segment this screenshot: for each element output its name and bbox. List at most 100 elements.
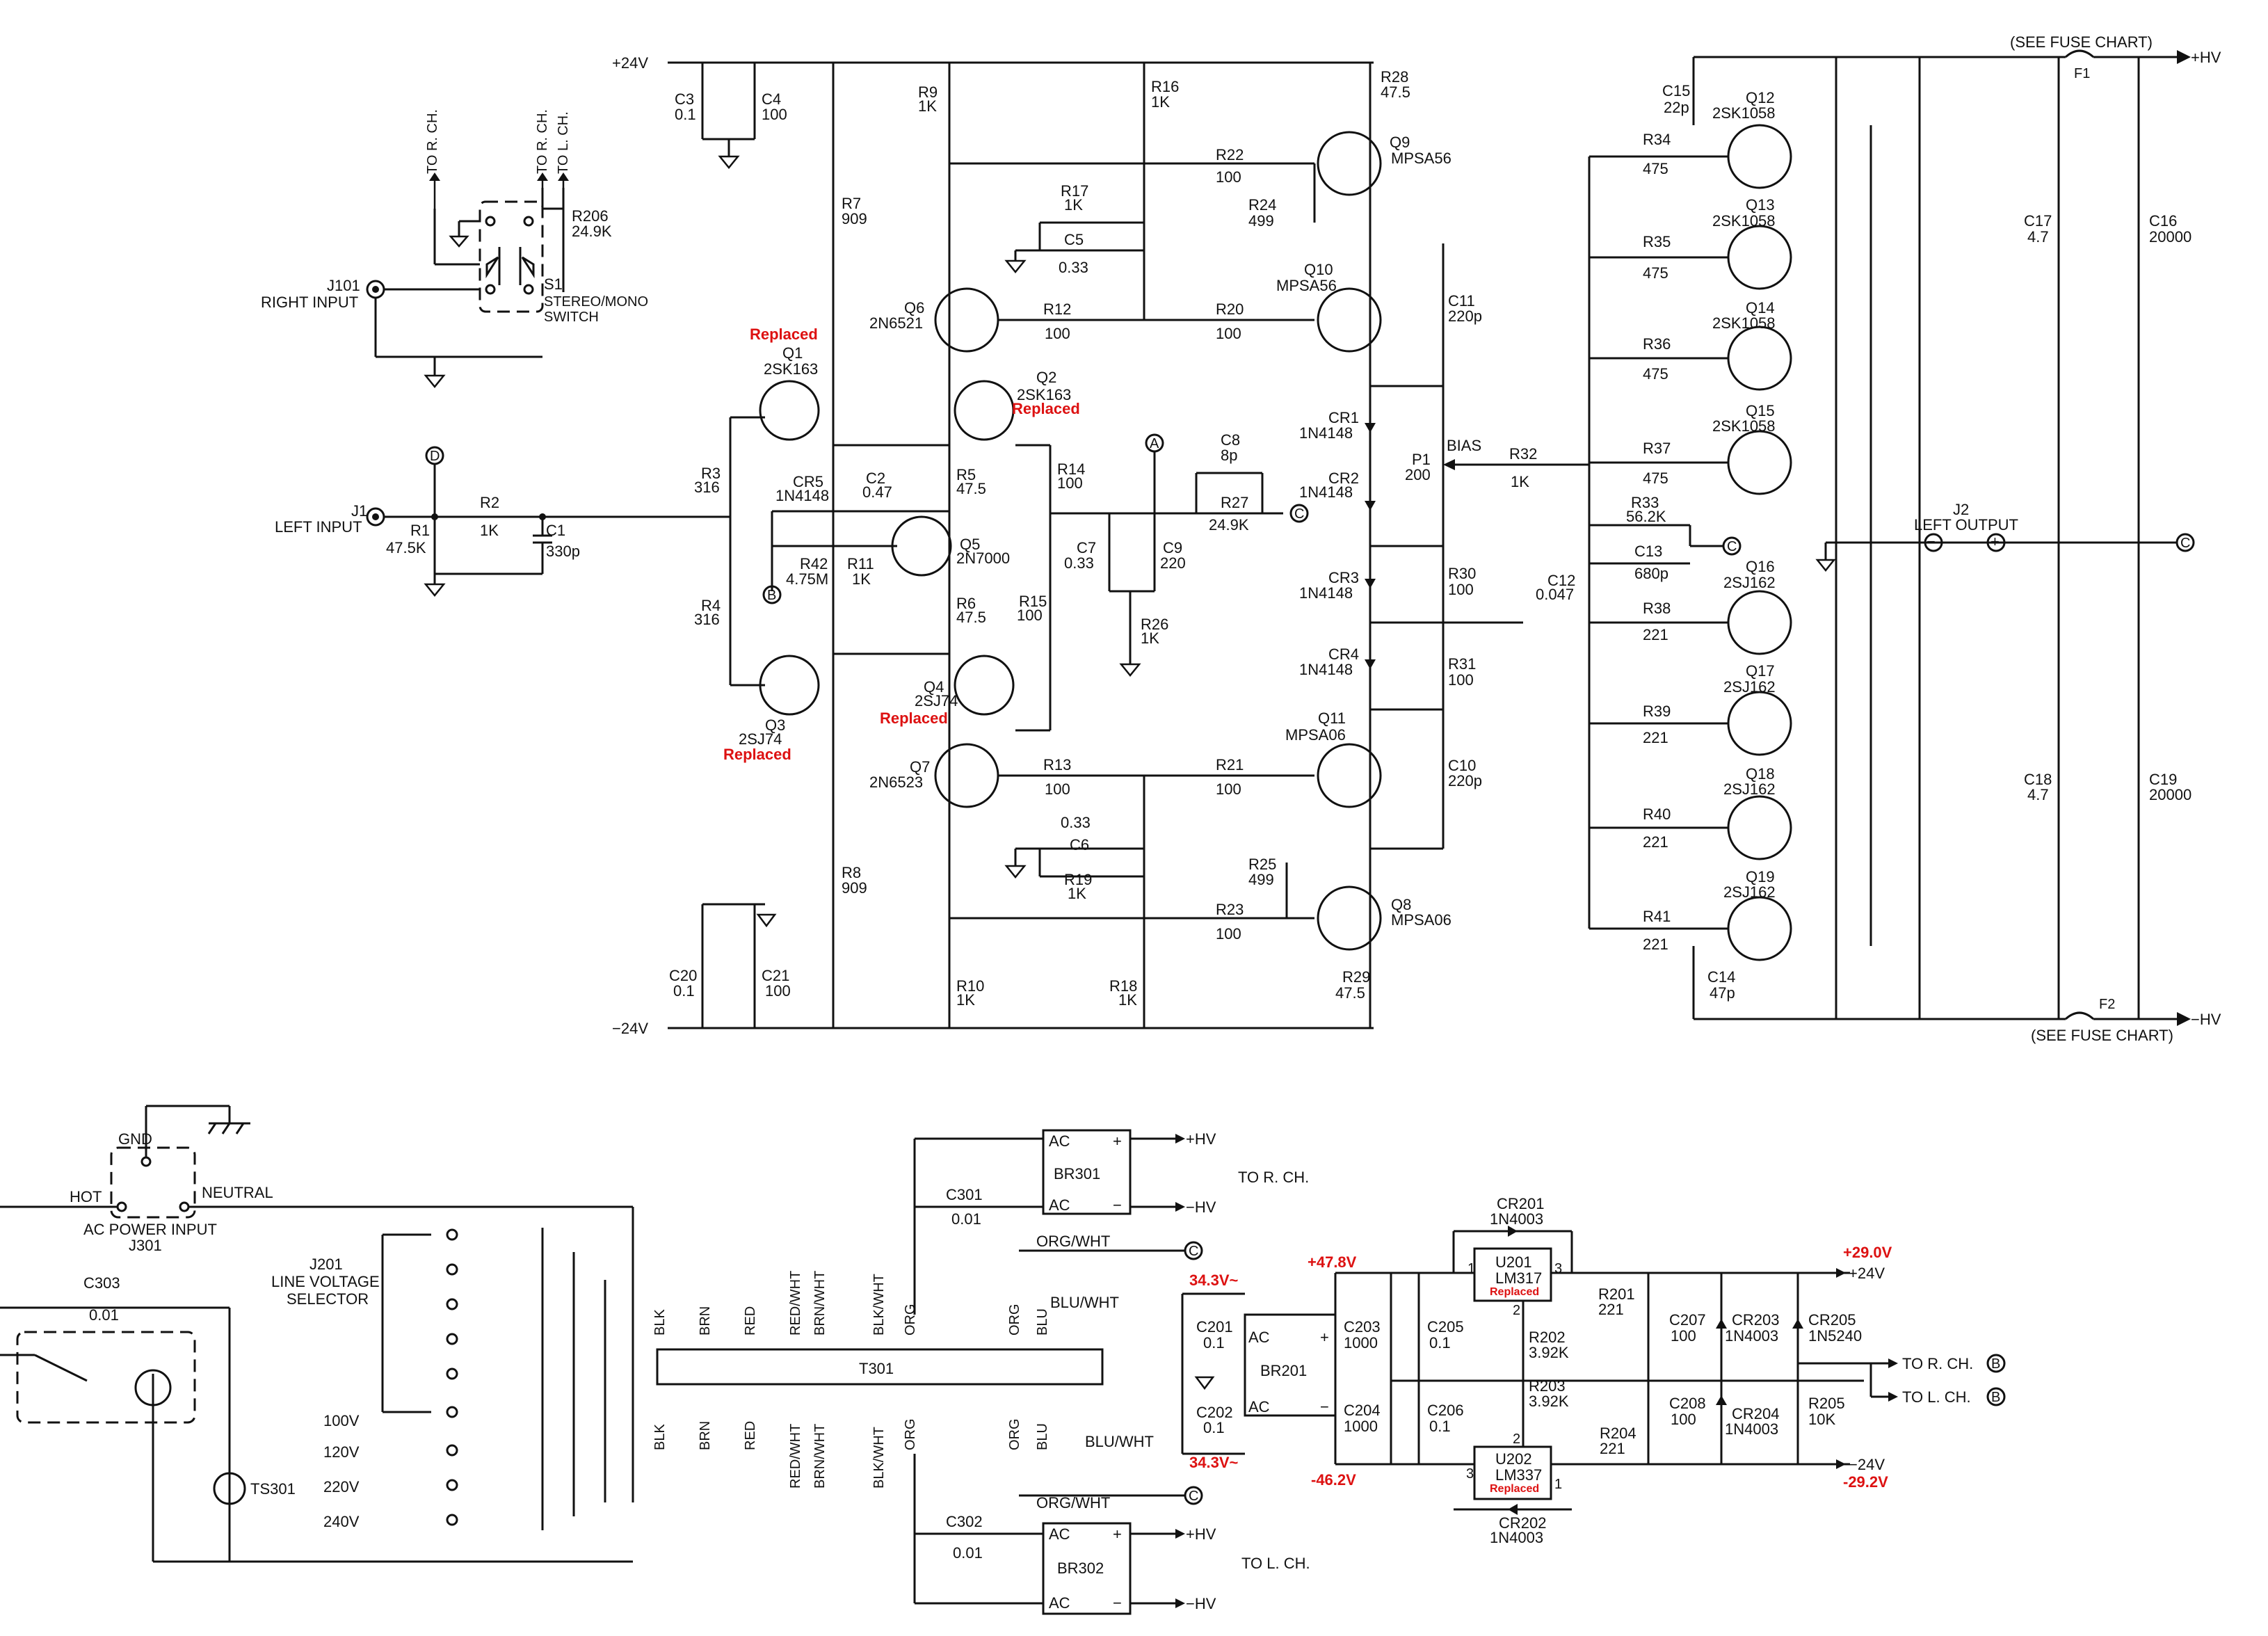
r35-label: R35 xyxy=(1643,233,1671,250)
r8-value: 909 xyxy=(842,879,867,897)
j2-minus: − xyxy=(1927,533,1936,550)
q3-label: Q3 xyxy=(765,716,785,734)
c206-value: 0.1 xyxy=(1429,1418,1451,1435)
r24-value: 499 xyxy=(1248,212,1274,230)
c204-value: 1000 xyxy=(1344,1418,1378,1435)
cr205-value: 1N5240 xyxy=(1808,1327,1862,1345)
c7-label: C7 xyxy=(1077,539,1096,556)
r19-label: R19 xyxy=(1064,871,1092,888)
r38-value: 221 xyxy=(1643,626,1668,643)
q12-value: 2SK1058 xyxy=(1712,104,1776,122)
ref-c-marker-j2: C xyxy=(2180,536,2190,551)
q9-value: MPSA56 xyxy=(1391,150,1451,167)
r202-label: R202 xyxy=(1529,1329,1566,1346)
left-output-label: LEFT OUTPUT xyxy=(1914,516,2018,534)
to-l-ch-c-label: TO L. CH. xyxy=(556,111,571,174)
r5-label: R5 xyxy=(956,466,976,483)
r201-label: R201 xyxy=(1598,1285,1635,1303)
j1-label: J1 xyxy=(351,502,367,520)
cr1-value: 1N4148 xyxy=(1299,424,1353,442)
c15-label: C15 xyxy=(1662,82,1690,99)
c6-value: 0.33 xyxy=(1061,814,1091,831)
q3-replaced: Replaced xyxy=(723,746,791,763)
f1-label: F1 xyxy=(2074,66,2090,81)
c205-label: C205 xyxy=(1427,1318,1464,1336)
t-pri-brn-wht: BRN/WHT xyxy=(812,1271,828,1336)
q16-label: Q16 xyxy=(1746,558,1775,575)
r1-label: R1 xyxy=(410,522,430,539)
c1-value: 330p xyxy=(546,543,580,560)
selector-label: SELECTOR xyxy=(287,1290,369,1308)
c203-value: 1000 xyxy=(1344,1334,1378,1352)
r8-label: R8 xyxy=(842,864,861,881)
r30-label: R30 xyxy=(1448,565,1476,582)
br201-label: BR201 xyxy=(1260,1362,1307,1379)
q1-label: Q1 xyxy=(782,344,803,362)
c3-value: 0.1 xyxy=(675,106,696,123)
r1-value: 47.5K xyxy=(386,539,426,556)
s1-label: S1 xyxy=(544,275,563,293)
r23-value: 100 xyxy=(1216,925,1241,943)
r206-label: R206 xyxy=(572,207,609,225)
u201-pin3: 3 xyxy=(1554,1261,1562,1276)
r20-label: R20 xyxy=(1216,300,1244,318)
org-wht-bot: ORG/WHT xyxy=(1036,1494,1110,1511)
br301-hv-pos: +HV xyxy=(1186,1130,1216,1148)
neg24-out: −24V xyxy=(1849,1456,1885,1473)
ref-b-r: B xyxy=(1991,1356,2000,1372)
bias-stage: R28 47.5 Q9 MPSA56 Q10 MPSA56 Q11 MPSA06… xyxy=(1276,63,1589,1028)
v-pos-raw: +47.8V xyxy=(1308,1253,1357,1271)
r11-value: 1K xyxy=(852,570,871,588)
hot-label: HOT xyxy=(70,1188,102,1205)
c16-label: C16 xyxy=(2149,212,2177,230)
r2-label: R2 xyxy=(480,494,499,511)
t-pri-brn-wht-2: BRN/WHT xyxy=(812,1424,828,1489)
q6-value: 2N6521 xyxy=(869,314,923,332)
q8-label: Q8 xyxy=(1391,896,1411,913)
r29-label: R29 xyxy=(1342,968,1370,986)
c14-label: C14 xyxy=(1707,968,1735,986)
v-pos-reg: +29.0V xyxy=(1843,1244,1892,1261)
ts301-label: TS301 xyxy=(250,1480,296,1498)
cr1-label: CR1 xyxy=(1328,409,1359,426)
r18-label: R18 xyxy=(1109,977,1137,995)
br301-plus: + xyxy=(1113,1132,1122,1150)
r3-label: R3 xyxy=(701,465,721,482)
c302-value: 0.01 xyxy=(953,1544,983,1562)
to-l-ch-b: TO L. CH. xyxy=(1902,1388,1971,1406)
q5-label: Q5 xyxy=(960,536,980,553)
q16-value: 2SJ162 xyxy=(1723,574,1776,591)
bias-label: BIAS xyxy=(1447,437,1481,454)
r39-value: 221 xyxy=(1643,729,1668,746)
u202-replaced: Replaced xyxy=(1490,1483,1539,1495)
ac-power-input-label: AC POWER INPUT xyxy=(83,1221,217,1238)
c8-label: C8 xyxy=(1221,431,1240,449)
cr4-label: CR4 xyxy=(1328,645,1359,663)
t-sec-blu-2: BLU xyxy=(1035,1423,1050,1450)
c9-value: 220 xyxy=(1160,554,1186,572)
ref-b-l: B xyxy=(1991,1390,2000,1405)
t-pri-red-wht-2: RED/WHT xyxy=(788,1424,803,1489)
r7-label: R7 xyxy=(842,195,861,212)
u202-pin2: 2 xyxy=(1513,1432,1520,1447)
ref-d-marker: D xyxy=(430,449,440,464)
t-pri-brn-2: BRN xyxy=(698,1421,713,1450)
c21-value: 100 xyxy=(765,982,791,1000)
r6-label: R6 xyxy=(956,595,976,612)
s1-desc-1: STEREO/MONO xyxy=(544,294,648,310)
f2-label: F2 xyxy=(2099,997,2115,1012)
c19-label: C19 xyxy=(2149,771,2177,788)
cr5-label: CR5 xyxy=(793,473,823,490)
t-sec-blu: BLU xyxy=(1035,1308,1050,1336)
to-r-ch-b: TO R. CH. xyxy=(1902,1355,1973,1372)
u202-label: U202 xyxy=(1495,1450,1532,1468)
r34-label: R34 xyxy=(1643,131,1671,148)
c13-value: 680p xyxy=(1634,565,1668,582)
q13-value: 2SK1058 xyxy=(1712,212,1776,230)
r15-value: 100 xyxy=(1017,607,1043,624)
r31-value: 100 xyxy=(1448,671,1474,689)
br201-ac-bot: AC xyxy=(1248,1398,1270,1416)
cr205-label: CR205 xyxy=(1808,1311,1856,1329)
q11-value: MPSA06 xyxy=(1285,726,1346,744)
r24-label: R24 xyxy=(1248,196,1276,214)
